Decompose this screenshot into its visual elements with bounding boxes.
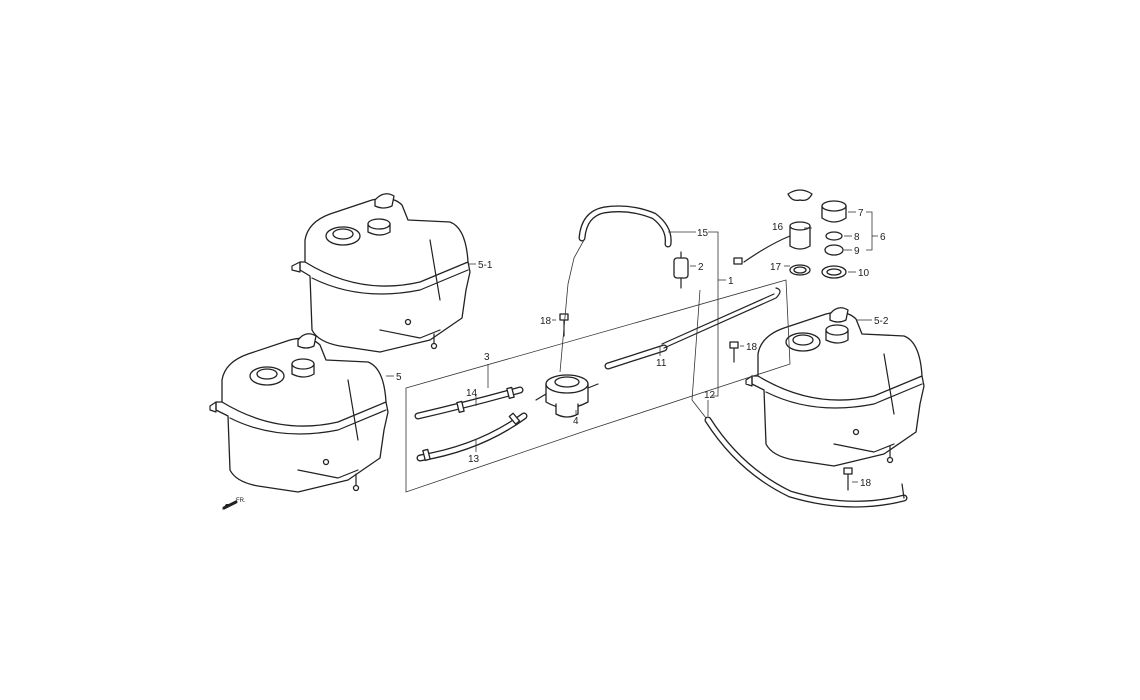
callout-9: 9 [854,246,860,257]
fuel-filter-2 [673,251,689,289]
callout-3: 3 [484,352,490,363]
callout-6: 6 [880,232,886,243]
callout-7: 7 [858,208,864,219]
hose-11 [604,287,781,370]
front-direction-label: FR. [236,498,246,504]
hose-15 [578,205,672,248]
kit-3-boundary [405,279,791,493]
fuel-tank-5 [209,333,389,493]
callout-10: 10 [858,268,870,279]
hose-12 [704,416,908,508]
fuel-tank-5-1 [291,193,471,353]
callout-11: 11 [656,358,667,369]
bolt-18-mid [729,341,739,363]
callout-15: 15 [697,228,709,239]
callout-12: 12 [704,390,716,401]
callout-5: 5 [396,372,402,383]
fuel-valve-4 [535,374,599,418]
hose-14 [414,386,524,420]
callout-14: 14 [466,388,478,399]
bolt-18-right [843,467,853,491]
callout-5-1: 5-1 [478,260,493,271]
callout-5-2: 5-2 [874,316,889,327]
callout-18-left: 18 [540,316,552,327]
callout-8: 8 [854,232,860,243]
callout-18-mid: 18 [746,342,758,353]
fuel-cap-assembly [733,189,847,279]
callout-16: 16 [772,222,784,233]
callout-17: 17 [770,262,782,273]
callout-1: 1 [728,276,734,287]
callout-13: 13 [468,454,480,465]
arrow-left-down-icon [222,500,238,510]
callout-18-right: 18 [860,478,872,489]
callout-2: 2 [698,262,704,273]
callout-4: 4 [573,416,579,427]
leader-lines [386,211,878,483]
fuel-tank-5-2 [745,307,925,467]
